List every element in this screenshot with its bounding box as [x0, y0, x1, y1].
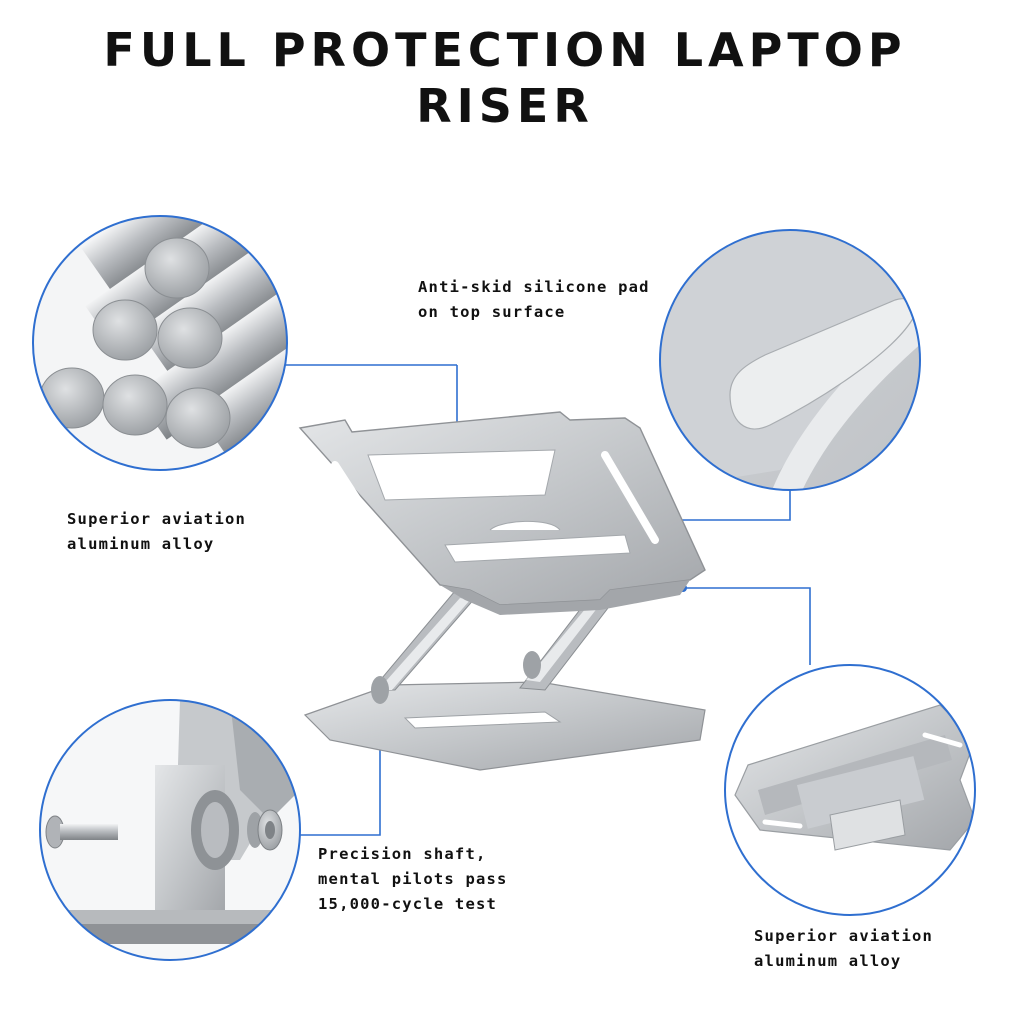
callout-precision-shaft-line-1: Precision shaft,: [318, 845, 487, 863]
title-line-2: RISER: [416, 79, 594, 133]
title-line-1: FULL PROTECTION LAPTOP: [103, 23, 907, 77]
connector-bottom-right: [683, 587, 811, 665]
callout-aviation-alloy-left-line-1: Superior aviation: [67, 510, 247, 528]
page-title: FULL PROTECTION LAPTOP RISER: [0, 22, 1010, 134]
callout-aviation-alloy-right: Superior aviation aluminum alloy: [754, 924, 933, 974]
callout-precision-shaft-line-3: 15,000-cycle test: [318, 895, 498, 913]
callout-silicone-pad: Anti-skid silicone pad on top surface: [418, 275, 650, 325]
callout-precision-shaft-line-2: mental pilots pass: [318, 870, 508, 888]
precision-shaft-detail: [39, 699, 301, 961]
callout-precision-shaft: Precision shaft, mental pilots pass 15,0…: [318, 842, 508, 917]
callout-aviation-alloy-left: Superior aviation aluminum alloy: [67, 507, 246, 557]
connector-right: [655, 490, 791, 521]
callout-aviation-alloy-right-line-2: aluminum alloy: [754, 952, 902, 970]
callout-silicone-pad-line-2: on top surface: [418, 303, 566, 321]
callout-silicone-pad-line-1: Anti-skid silicone pad: [418, 278, 650, 296]
stand-base: [303, 681, 706, 771]
folded-stand-detail: [724, 664, 976, 916]
callout-aviation-alloy-right-line-1: Superior aviation: [754, 927, 934, 945]
laptop-stand: [298, 411, 706, 771]
callout-aviation-alloy-left-line-2: aluminum alloy: [67, 535, 215, 553]
silicone-pad-detail: [659, 229, 921, 491]
